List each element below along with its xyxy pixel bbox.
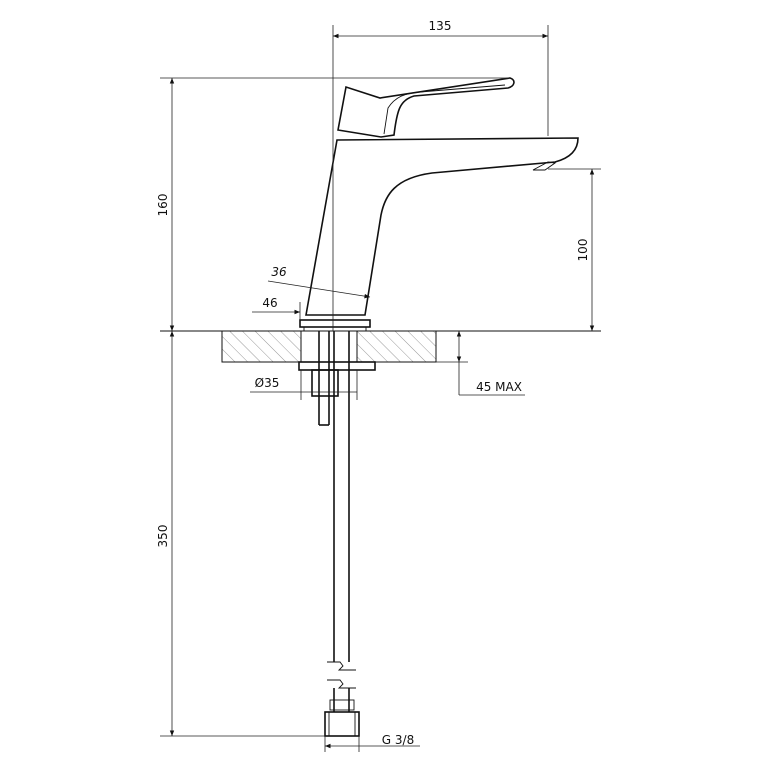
dim-45max-label: 45 MAX	[476, 380, 522, 394]
flexible-hose	[324, 331, 360, 737]
dim-body-width: 36	[267, 265, 371, 299]
dim-135-label: 135	[429, 19, 452, 33]
dim-160-label: 160	[156, 194, 170, 217]
dim-width-top: 135	[333, 19, 549, 136]
dim-spout-height: 100	[548, 168, 601, 331]
mounting-hardware	[298, 331, 376, 426]
dim-deck-thickness: 45 MAX	[436, 331, 525, 396]
countertop-section	[160, 330, 601, 363]
dim-100-label: 100	[576, 239, 590, 262]
dim-hose-length: 350	[156, 331, 325, 737]
dim-46-label: 46	[262, 296, 277, 310]
dim-36-label: 36	[271, 265, 287, 279]
dim-thread-label: G 3/8	[382, 733, 414, 747]
dim-height-total: 160	[156, 77, 510, 331]
dim-350-label: 350	[156, 525, 170, 548]
faucet-lever	[337, 77, 515, 138]
dim-thread: G 3/8	[324, 733, 420, 752]
dim-diameter-label: Ø35	[255, 376, 280, 390]
faucet-base	[299, 319, 371, 332]
dim-base-width: 46	[252, 296, 301, 320]
faucet-body	[305, 137, 579, 316]
dim-hole-diameter: Ø35	[250, 370, 358, 400]
